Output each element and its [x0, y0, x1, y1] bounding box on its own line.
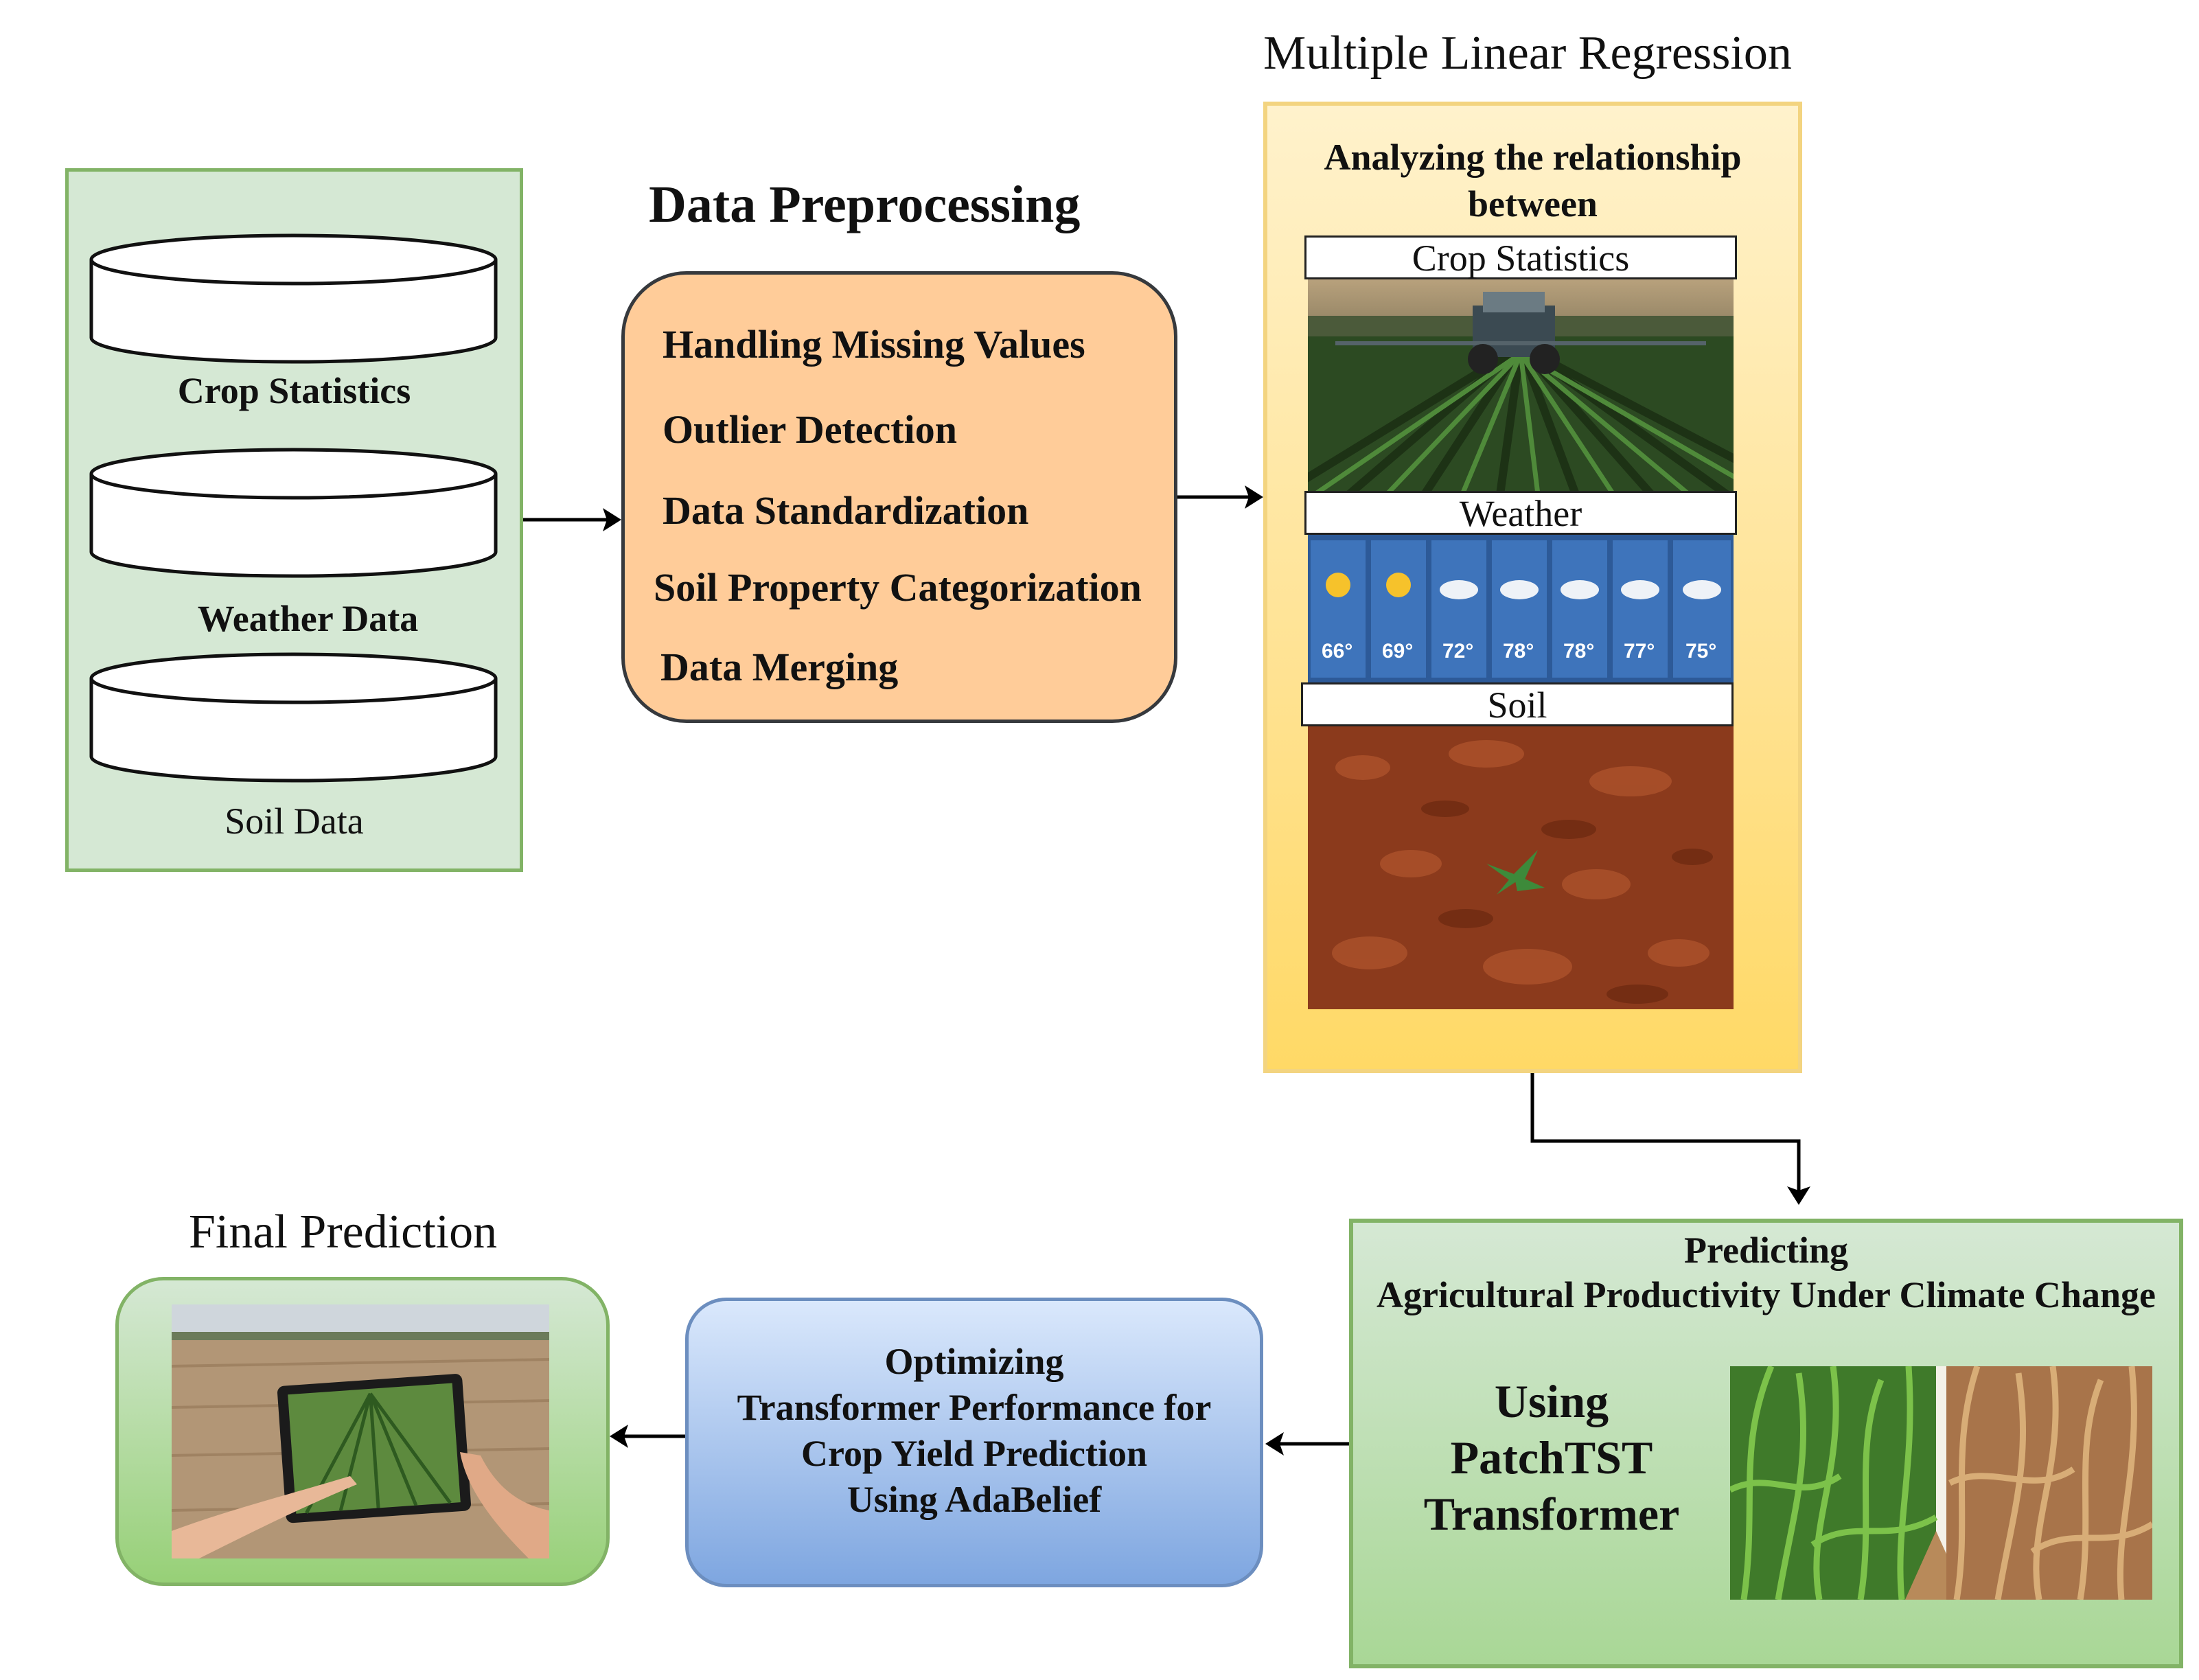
mlr-heading-line2: between — [1468, 183, 1598, 225]
weather-temp-2: 69° — [1382, 640, 1414, 663]
optimizing-line4: Using AdaBelief — [847, 1479, 1102, 1520]
patchtst-line3: Transformer — [1423, 1488, 1680, 1540]
patchtst-line1: Using — [1494, 1375, 1609, 1427]
predicting-title: Predicting — [1684, 1230, 1848, 1271]
patchtst-line2: PatchTST — [1450, 1431, 1653, 1484]
prep-step-standardization: Data Standardization — [663, 488, 1029, 533]
weather-temp-1: 66° — [1322, 640, 1353, 663]
weather-temp-5: 78° — [1563, 640, 1595, 663]
crop-statistics-caption: Crop Statistics — [1304, 235, 1737, 279]
mlr-heading: Analyzing the relationship between — [1270, 134, 1795, 227]
soil-caption: Soil — [1301, 682, 1734, 726]
weather-forecast-photo: 66° 69° 72° 78° 78° 77° 75° — [1308, 533, 1734, 684]
soil-data-label: Soil Data — [224, 801, 364, 842]
crop-statistics-database-icon — [89, 233, 498, 364]
optimizing-line2: Transformer Performance for — [737, 1387, 1212, 1428]
optimizing-text: Optimizing Transformer Performance for C… — [685, 1339, 1263, 1523]
corn-field-photo — [1730, 1366, 2152, 1600]
prep-step-outlier-detection: Outlier Detection — [663, 407, 957, 452]
prep-step-soil-categorization: Soil Property Categorization — [654, 565, 1142, 610]
predicting-subtitle: Agricultural Productivity Under Climate … — [1377, 1274, 2156, 1315]
crop-statistics-label: Crop Statistics — [177, 370, 411, 411]
soil-data-database-icon — [89, 652, 498, 783]
arrow-mlr-to-predicting — [1530, 1073, 1801, 1195]
weather-data-label: Weather Data — [197, 598, 419, 639]
weather-data-database-icon — [89, 448, 498, 578]
prep-step-missing-values: Handling Missing Values — [663, 322, 1085, 367]
patchtst-label: Using PatchTST Transformer — [1387, 1373, 1716, 1542]
mlr-heading-line1: Analyzing the relationship — [1324, 137, 1742, 178]
soil-photo — [1308, 726, 1734, 1009]
mlr-title: Multiple Linear Regression — [1263, 27, 1792, 80]
data-preprocessing-title: Data Preprocessing — [649, 176, 1081, 233]
optimizing-line3: Crop Yield Prediction — [801, 1433, 1147, 1474]
weather-temp-3: 72° — [1442, 640, 1474, 663]
weather-caption: Weather — [1304, 491, 1737, 535]
weather-temps-row: 66° 69° 72° 78° 78° 77° 75° — [1308, 640, 1734, 674]
preprocessing-box — [621, 271, 1177, 723]
prep-step-data-merging: Data Merging — [660, 645, 899, 689]
weather-temp-6: 77° — [1624, 640, 1655, 663]
weather-temp-7: 75° — [1685, 640, 1717, 663]
optimizing-box — [685, 1298, 1263, 1587]
tablet-field-photo — [172, 1304, 549, 1558]
optimizing-line1: Optimizing — [884, 1341, 1064, 1382]
crop-field-photo — [1308, 278, 1734, 494]
final-prediction-title: Final Prediction — [189, 1206, 498, 1258]
weather-temp-4: 78° — [1503, 640, 1534, 663]
